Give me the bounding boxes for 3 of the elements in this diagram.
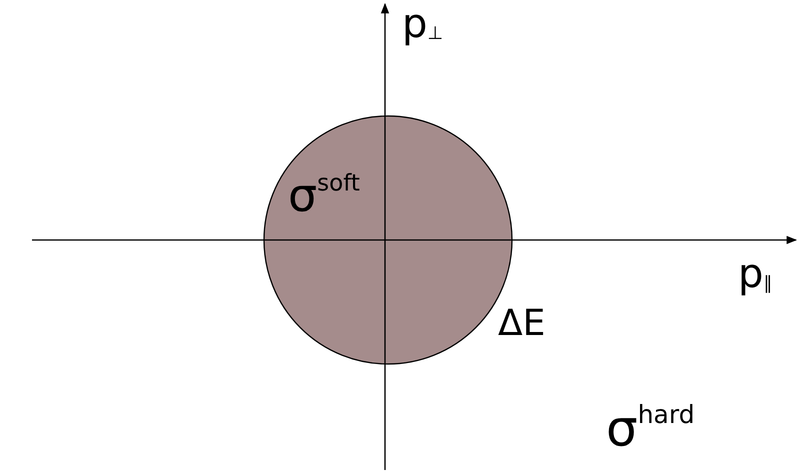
energy-label: ΔE <box>498 306 546 342</box>
cross-section-label: σ$^{soft}$ <box>288 172 360 218</box>
cross-section-label: σ$^{hard}$ <box>606 402 695 454</box>
